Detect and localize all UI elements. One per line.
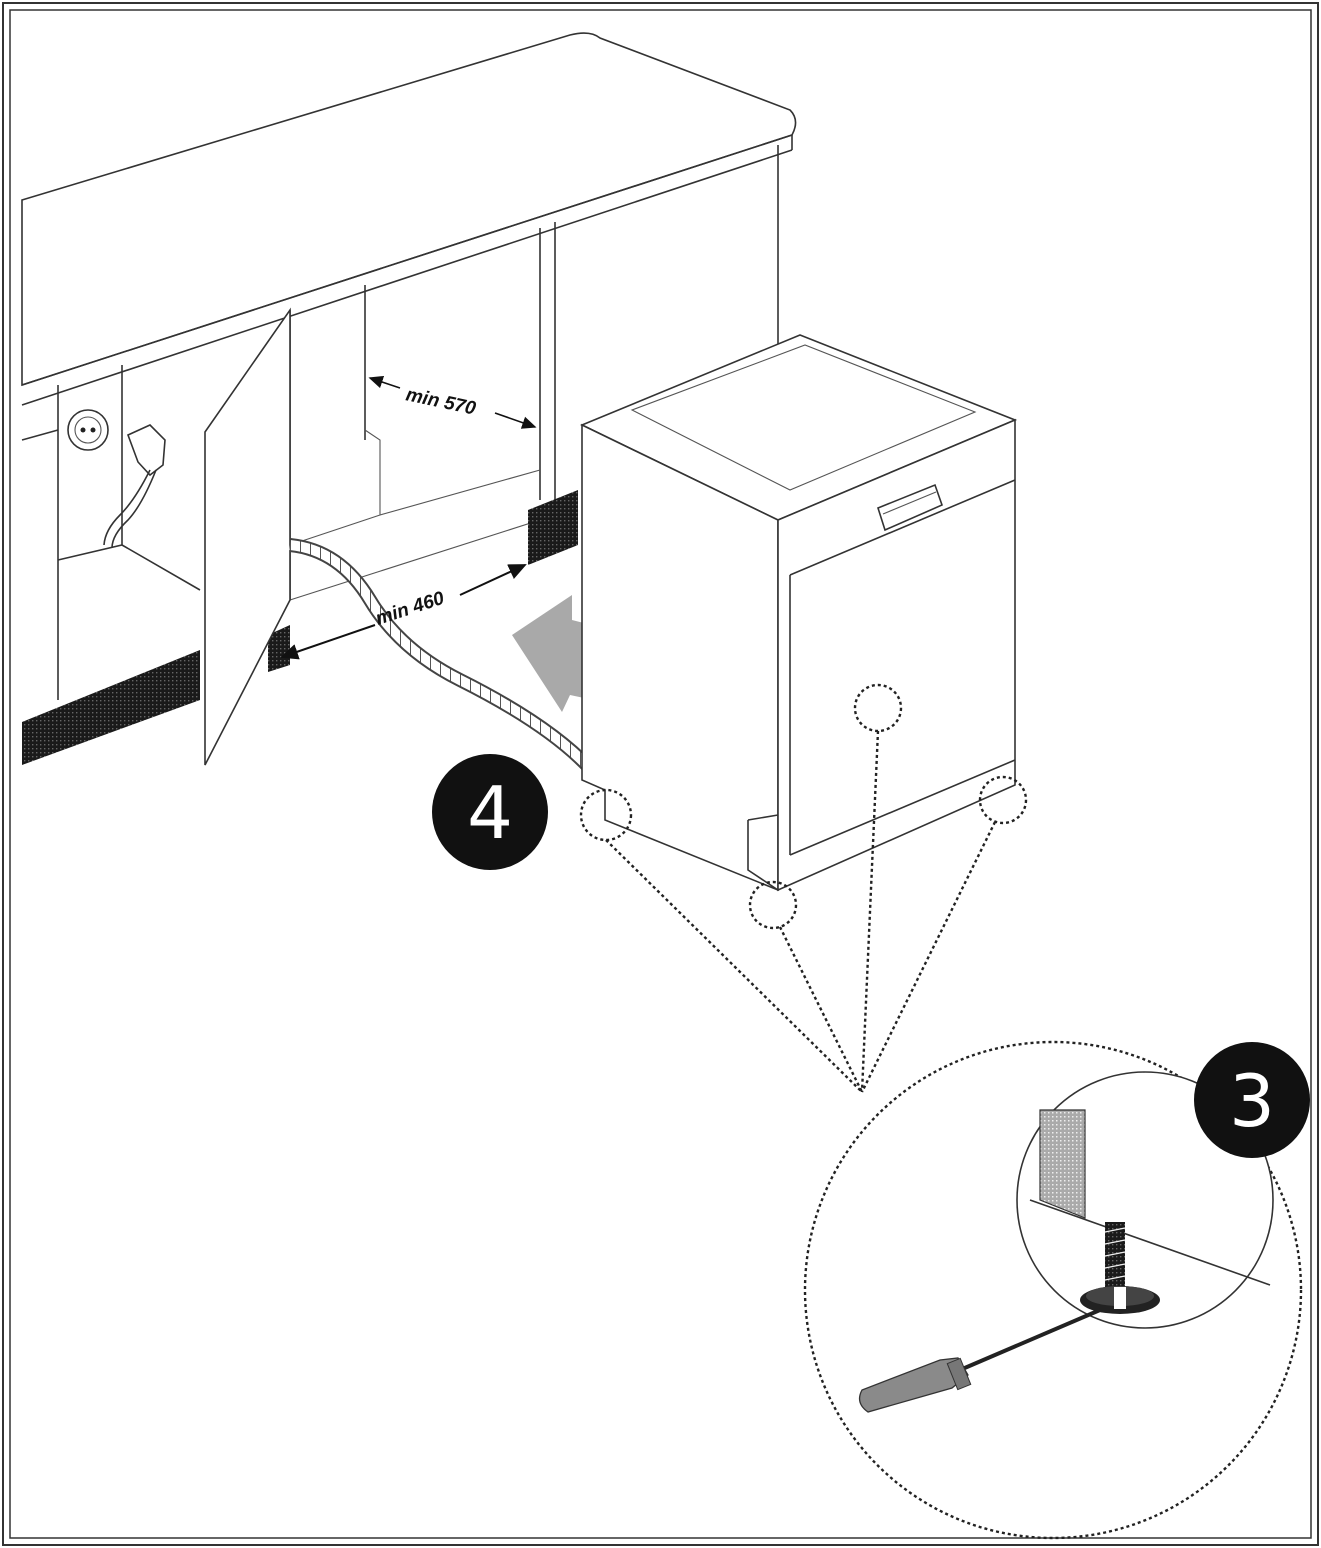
inner-border [9, 9, 1312, 1539]
callout-front-center [853, 683, 903, 733]
callout-markers [579, 683, 1303, 1540]
callout-foot-front [748, 880, 798, 930]
open-cabinet-door [204, 307, 291, 766]
dishwasher [580, 334, 1018, 892]
dimension-width: min 570 [368, 375, 537, 429]
power-plug-icon [103, 424, 166, 549]
screwdriver-icon [858, 1308, 1101, 1413]
dimension-width-label: min 570 [404, 384, 478, 419]
step-badge-4: 4 [432, 754, 548, 870]
power-socket-icon [67, 409, 109, 451]
step-number-3: 3 [1229, 1059, 1275, 1143]
step-badge-3: 3 [1194, 1042, 1310, 1158]
callout-foot-right [978, 775, 1028, 825]
zoom-callout [803, 1040, 1303, 1540]
dimension-depth-label: min 460 [373, 588, 447, 630]
callout-foot-left [579, 788, 633, 842]
step-number-4: 4 [467, 771, 513, 855]
